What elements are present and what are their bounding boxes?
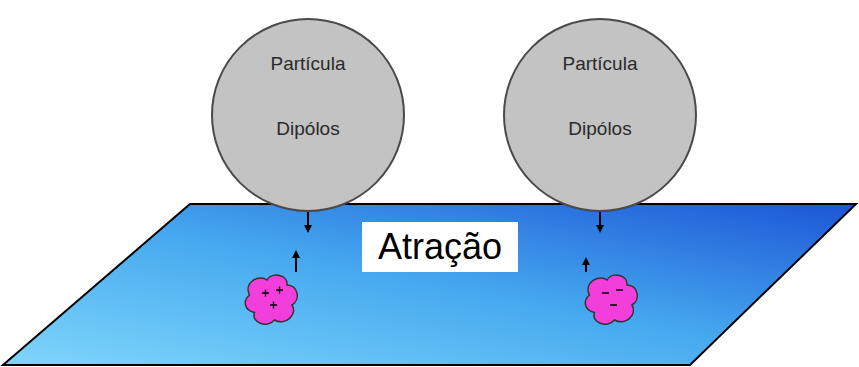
force-arrows — [296, 212, 600, 272]
particle-label: Partícula — [213, 53, 403, 75]
attraction-label: Atração — [378, 226, 502, 268]
particle-circle: PartículaDipólos — [503, 18, 697, 212]
dipole-label: Dipólos — [505, 118, 695, 140]
dipole-label: Dipólos — [213, 118, 403, 140]
surface-plane — [3, 204, 856, 365]
particle-label: Partícula — [505, 53, 695, 75]
label-box: Atração — [362, 222, 518, 272]
particle-circle: PartículaDipólos — [211, 18, 405, 212]
